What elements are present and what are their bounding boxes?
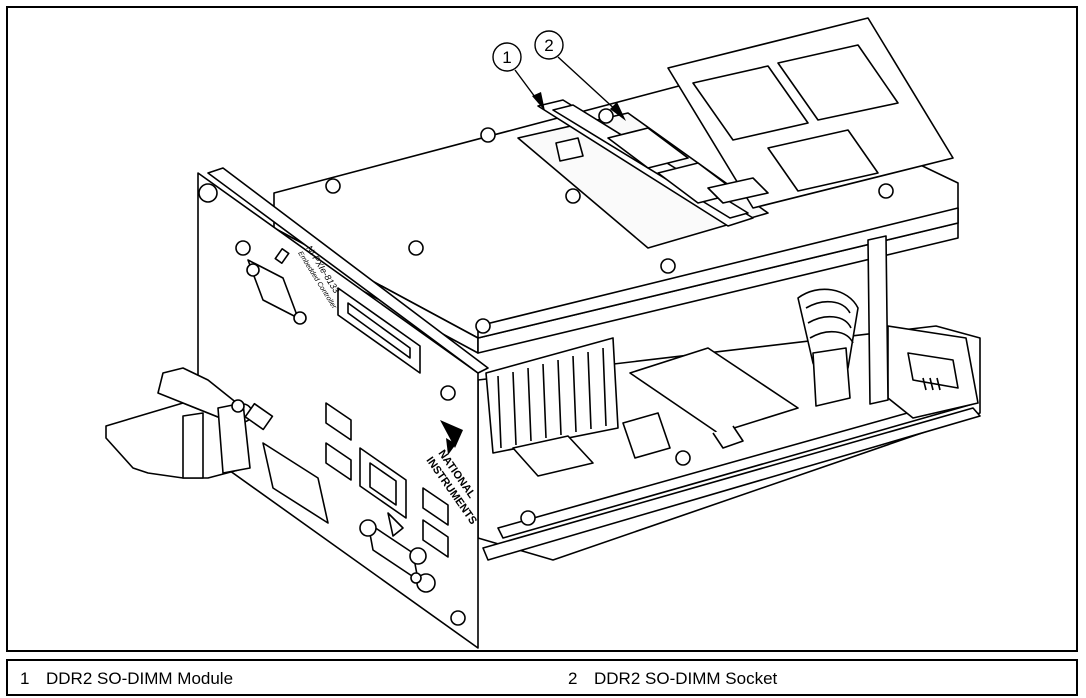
controller-illustration: NATIONAL INSTRUMENTS NI PXIe-8133 Embedd… bbox=[105, 17, 981, 649]
usb-port-4 bbox=[422, 519, 449, 558]
ribbon-cable bbox=[629, 347, 799, 434]
memory-card bbox=[667, 17, 954, 209]
legend-item-socket: 2 DDR2 SO-DIMM Socket bbox=[568, 669, 777, 689]
legend-label: DDR2 SO-DIMM Socket bbox=[594, 669, 778, 688]
legend-number: 2 bbox=[568, 669, 578, 688]
legend-label: DDR2 SO-DIMM Module bbox=[46, 669, 234, 688]
chassis-bottom-rail bbox=[482, 407, 981, 561]
gpib-connector bbox=[262, 442, 329, 524]
standoff-post bbox=[867, 235, 889, 405]
callout-2: 2 bbox=[534, 30, 626, 121]
usb-port-2 bbox=[325, 442, 352, 481]
usb-port-3 bbox=[422, 487, 449, 526]
legend-item-module: 1 DDR2 SO-DIMM Module bbox=[20, 669, 233, 689]
usb-port-1 bbox=[325, 402, 352, 441]
callout-1-number: 1 bbox=[502, 48, 511, 67]
legend: 1 DDR2 SO-DIMM Module 2 DDR2 SO-DIMM Socke… bbox=[6, 659, 1078, 696]
heat-sink bbox=[485, 337, 619, 454]
ni-logo bbox=[440, 420, 463, 455]
figure-frame: NATIONAL INSTRUMENTS NI PXIe-8133 Embedd… bbox=[6, 6, 1078, 652]
callout-1: 1 bbox=[492, 42, 545, 111]
chip bbox=[512, 435, 594, 477]
legend-number: 1 bbox=[20, 669, 30, 688]
callout-2-number: 2 bbox=[544, 36, 553, 55]
